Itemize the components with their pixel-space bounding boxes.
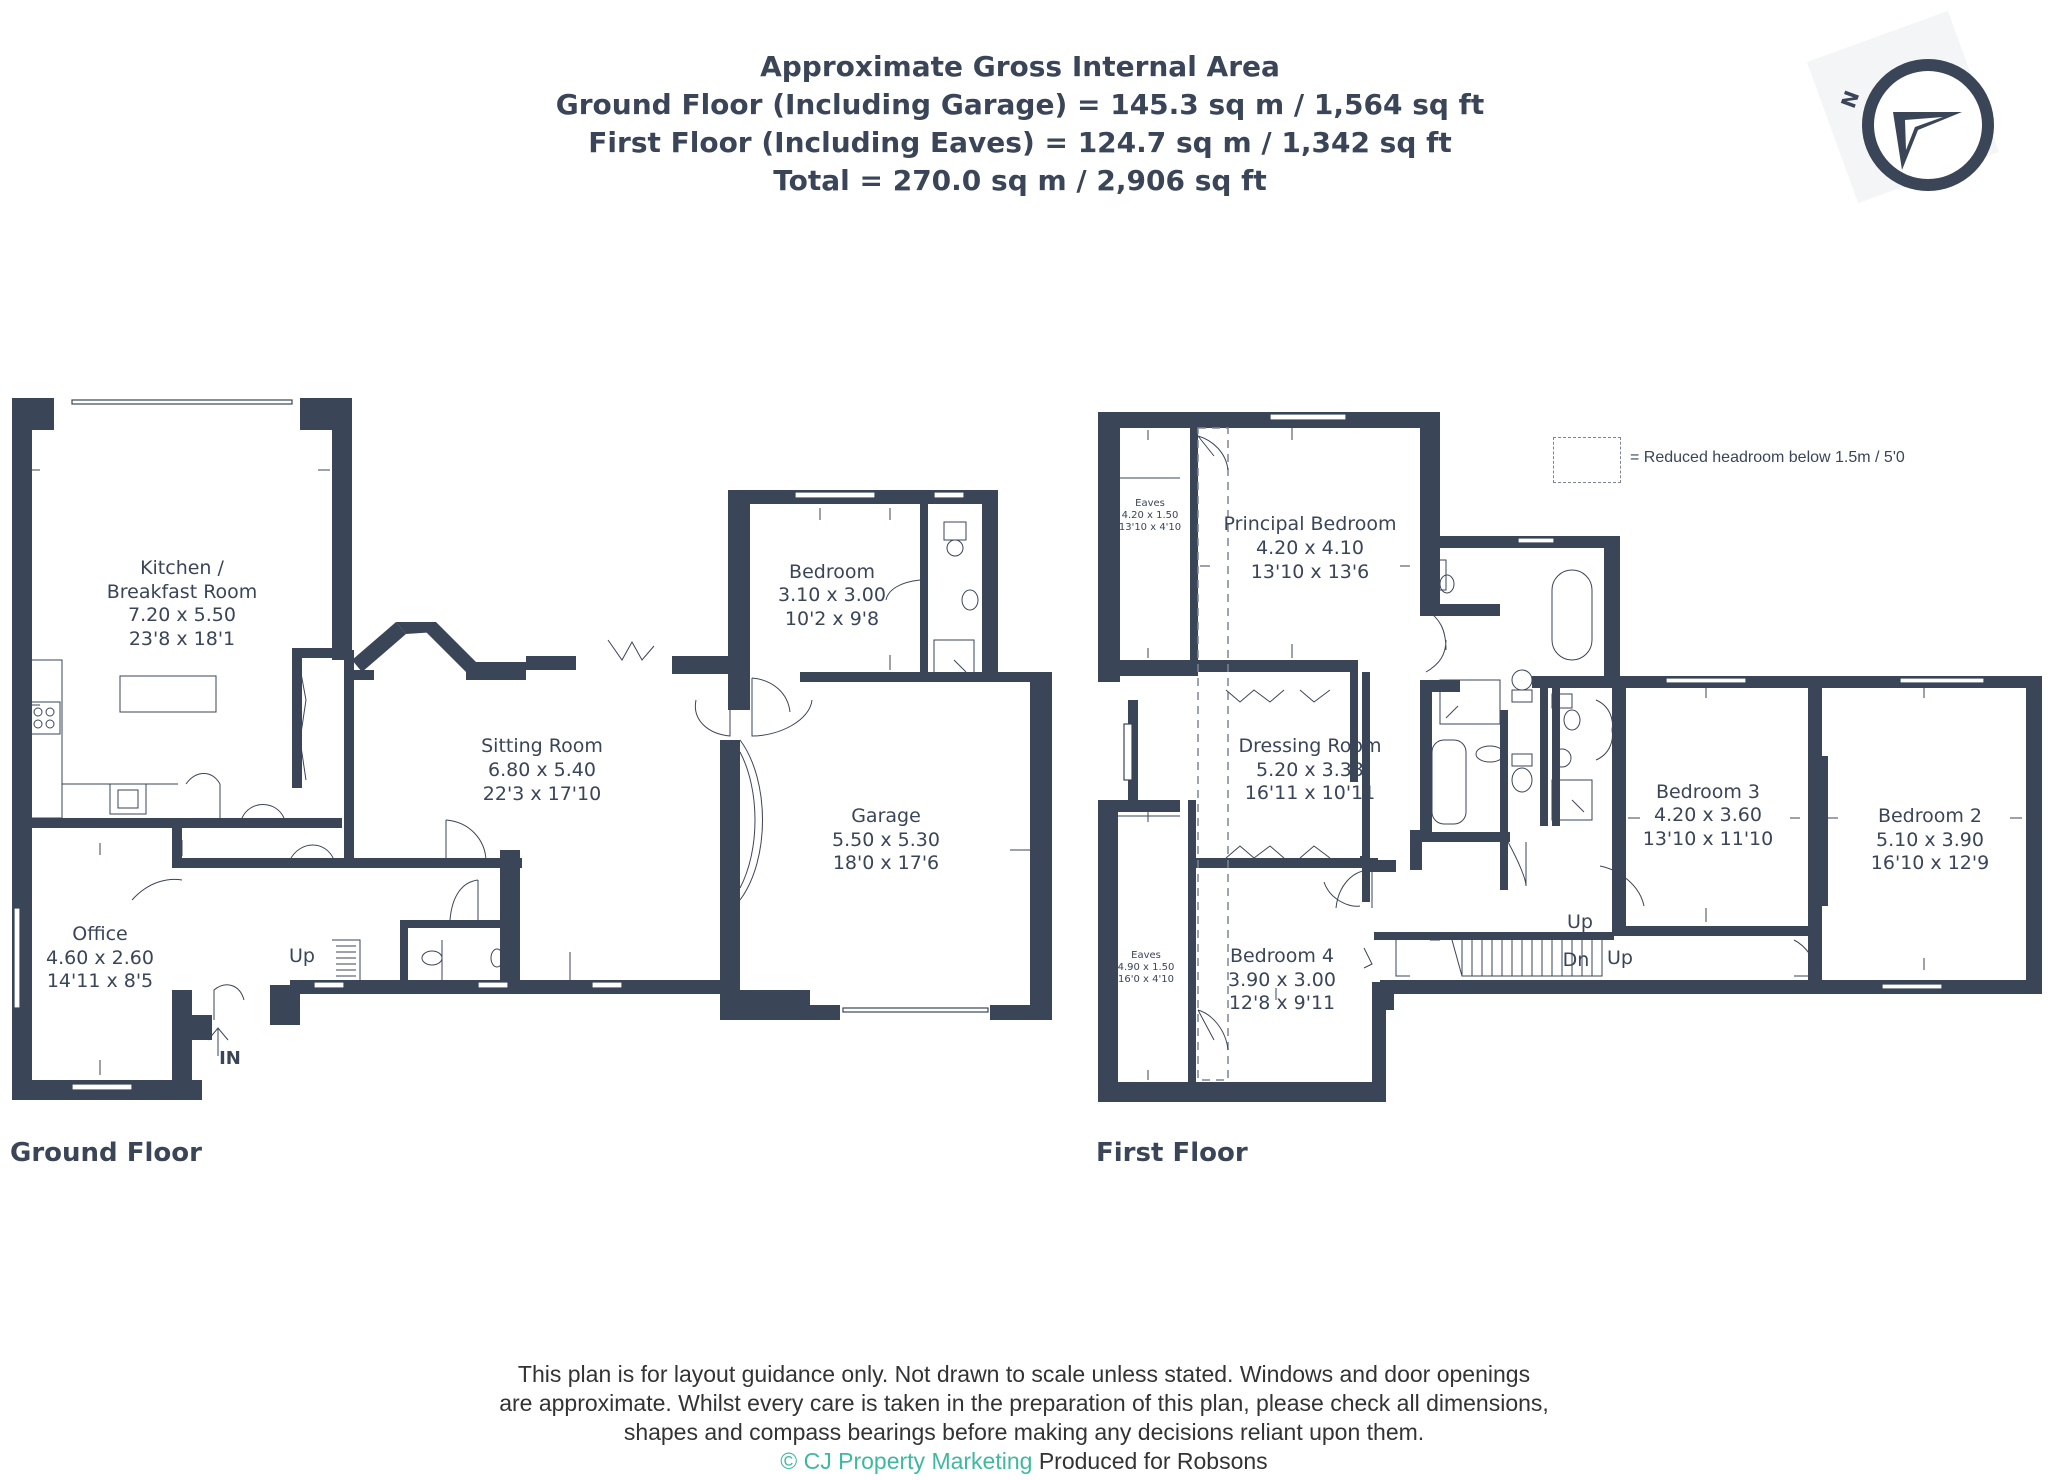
disclaimer-line-1: This plan is for layout guidance only. N… — [517, 1361, 1531, 1387]
disclaimer-line-2: are approximate. Whilst every care is ta… — [499, 1390, 1549, 1416]
bedroom-3-size-ft: 13'10 x 11'10 — [1643, 828, 1773, 850]
office-size-m: 4.60 x 2.60 — [46, 947, 154, 969]
area-title-line: Approximate Gross Internal Area — [760, 50, 1280, 83]
eaves-2-label: Eaves — [1131, 950, 1161, 961]
principal-bedroom-label: Principal Bedroom — [1224, 513, 1397, 535]
eaves-2-size-m: 4.90 x 1.50 — [1118, 962, 1175, 973]
first-floor-label: First Floor — [1096, 1138, 1248, 1168]
sitting-room-size-ft: 22'3 x 17'10 — [483, 783, 601, 805]
gf-bedroom-label: Bedroom — [789, 561, 875, 583]
ground-floor-area: Ground Floor (Including Garage) = 145.3 … — [555, 88, 1485, 121]
office-size-ft: 14'11 x 8'5 — [47, 970, 153, 992]
first-floor-walls — [1098, 412, 2042, 1102]
ff-stairs-down: Dn — [1563, 949, 1590, 971]
dressing-room-size-ft: 16'11 x 10'11 — [1245, 782, 1375, 804]
dressing-room-size-m: 5.20 x 3.33 — [1256, 759, 1364, 781]
produced-for: Produced for Robsons — [1038, 1448, 1268, 1474]
gf-bedroom-size-ft: 10'2 x 9'8 — [785, 608, 879, 630]
garage-label: Garage — [851, 805, 921, 827]
bedroom-4-size-ft: 12'8 x 9'11 — [1229, 992, 1335, 1014]
kitchen-label-2: Breakfast Room — [107, 581, 258, 603]
compass-north-label: N — [1836, 87, 1864, 111]
eaves-1-size-m: 4.20 x 1.50 — [1122, 510, 1179, 521]
kitchen-label: Kitchen / — [140, 557, 224, 579]
ff-stairs-up-2: Up — [1607, 947, 1633, 969]
bedroom-4-label: Bedroom 4 — [1230, 945, 1334, 967]
entrance-label: IN — [219, 1048, 241, 1069]
reduced-headroom-swatch — [1553, 437, 1621, 483]
credit-line: © CJ Property Marketing Produced for Rob… — [380, 1447, 1668, 1476]
copyright-link[interactable]: © CJ Property Marketing — [780, 1448, 1033, 1474]
area-summary: Approximate Gross Internal Area Ground F… — [400, 48, 1640, 200]
office-label: Office — [72, 923, 127, 945]
gf-bedroom-size-m: 3.10 x 3.00 — [778, 584, 886, 606]
principal-bedroom-size-ft: 13'10 x 13'6 — [1251, 561, 1369, 583]
eaves-2-size-ft: 16'0 x 4'10 — [1118, 974, 1174, 985]
first-floor-room-labels: Eaves 4.20 x 1.50 13'10 x 4'10 Eaves 4.9… — [1118, 498, 1990, 1014]
ground-floor-label: Ground Floor — [10, 1138, 202, 1168]
sitting-room-label: Sitting Room — [481, 735, 603, 757]
staircase — [1451, 937, 1603, 977]
sitting-room-size-m: 6.80 x 5.40 — [488, 759, 596, 781]
garage-size-ft: 18'0 x 17'6 — [833, 852, 939, 874]
ground-floor-room-labels: Kitchen / Breakfast Room 7.20 x 5.50 23'… — [46, 557, 940, 1069]
compass-icon — [1806, 10, 2000, 204]
total-area: Total = 270.0 sq m / 2,906 sq ft — [773, 164, 1267, 197]
bedroom-2-size-m: 5.10 x 3.90 — [1876, 829, 1984, 851]
eaves-1-label: Eaves — [1135, 498, 1165, 509]
kitchen-size-ft: 23'8 x 18'1 — [129, 628, 235, 650]
bedroom-4-size-m: 3.90 x 3.00 — [1228, 969, 1336, 991]
bedroom-3-label: Bedroom 3 — [1656, 781, 1760, 803]
disclaimer-line-3: shapes and compass bearings before makin… — [623, 1419, 1425, 1445]
reduced-headroom-legend: = Reduced headroom below 1.5m / 5'0 — [1630, 449, 1905, 466]
principal-bedroom-size-m: 4.20 x 4.10 — [1256, 537, 1364, 559]
first-floor-area: First Floor (Including Eaves) = 124.7 sq… — [588, 126, 1452, 159]
bedroom-2-size-ft: 16'10 x 12'9 — [1871, 852, 1989, 874]
gf-stairs-up: Up — [289, 945, 315, 967]
eaves-1-size-ft: 13'10 x 4'10 — [1119, 522, 1181, 533]
kitchen-size-m: 7.20 x 5.50 — [128, 604, 236, 626]
garage-size-m: 5.50 x 5.30 — [832, 829, 940, 851]
ff-stairs-up: Up — [1567, 911, 1593, 933]
bedroom-2-label: Bedroom 2 — [1878, 805, 1982, 827]
disclaimer: This plan is for layout guidance only. N… — [380, 1360, 1668, 1476]
bedroom-3-size-m: 4.20 x 3.60 — [1654, 804, 1762, 826]
dressing-room-label: Dressing Room — [1238, 735, 1381, 757]
